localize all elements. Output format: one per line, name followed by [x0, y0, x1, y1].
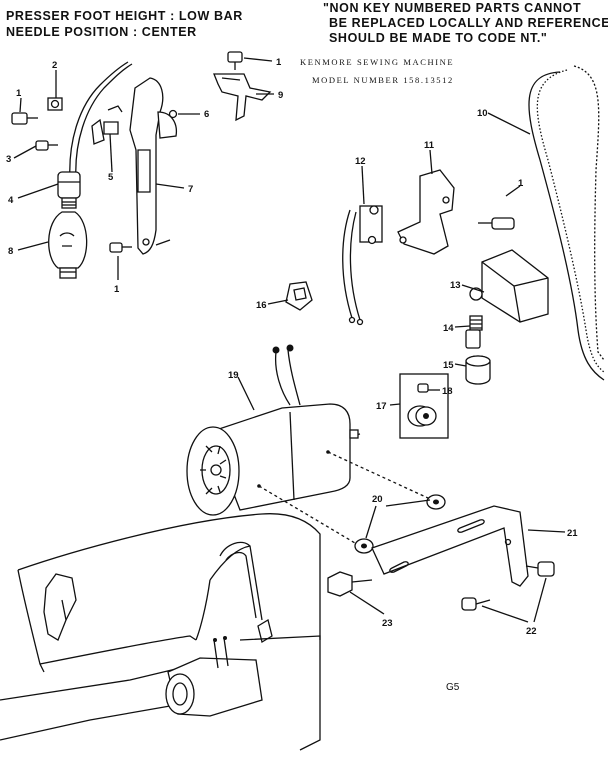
light-bulb [48, 211, 88, 269]
callout-12: 12 [355, 156, 366, 167]
lamp-bracket [129, 77, 178, 255]
callout-14: 14 [443, 323, 454, 334]
page-code: G5 [446, 682, 460, 693]
leader-lines [13, 57, 566, 623]
callout-11: 11 [424, 140, 435, 151]
nut-part-6 [168, 109, 178, 119]
callout-1-bracket: 1 [518, 178, 524, 189]
fasteners [327, 561, 555, 611]
callout-3: 3 [6, 154, 11, 165]
notice-line-3: SHOULD BE MADE TO CODE NT." [329, 31, 548, 45]
callout-labels: 1 2 3 4 5 6 7 8 1 1 9 10 11 1 12 13 14 1… [6, 57, 578, 693]
callout-6: 6 [204, 109, 209, 120]
switch-part-12 [342, 205, 383, 326]
clip-part-16 [285, 281, 313, 311]
needle-position-note: NEEDLE POSITION : CENTER [6, 25, 197, 39]
callout-2: 2 [52, 60, 57, 71]
screw-part-3 [35, 140, 49, 151]
callout-9: 9 [278, 90, 283, 101]
notice-line-2: BE REPLACED LOCALLY AND REFERENCE [329, 16, 608, 30]
callout-1-top: 1 [276, 57, 282, 68]
callout-10: 10 [477, 108, 488, 119]
bolt-part-23 [327, 571, 353, 597]
small-parts [285, 281, 491, 385]
motor-part-19 [186, 344, 361, 516]
setscrew-part-18 [417, 383, 429, 393]
pulley-inset-part-17 [399, 373, 449, 439]
callout-22: 22 [526, 626, 537, 637]
lamp-socket [57, 171, 81, 199]
capacitor-part-13 [469, 249, 549, 323]
callout-23: 23 [382, 618, 393, 629]
sewing-machine-outline [0, 513, 321, 751]
bracket-part-9 [213, 51, 272, 122]
callout-21: 21 [567, 528, 578, 539]
screw-part-22a [537, 561, 555, 577]
washers-part-20 [258, 451, 446, 554]
callout-4: 4 [8, 195, 14, 206]
callout-8: 8 [8, 246, 13, 257]
screw-part-22b [461, 597, 477, 611]
motor-bracket-part-11 [397, 169, 521, 255]
timing-belt [528, 65, 605, 381]
callout-5: 5 [108, 172, 114, 183]
motor-endcap [186, 426, 240, 516]
screw-part-1 [11, 112, 28, 125]
callout-16: 16 [256, 300, 267, 311]
callout-1-lower: 1 [114, 284, 120, 295]
screw-part-1-top [227, 51, 243, 63]
wire-clip-part-5 [103, 121, 119, 135]
screw-part-1-bracket [491, 217, 515, 230]
callout-13: 13 [450, 280, 461, 291]
callout-17: 17 [376, 401, 387, 412]
presser-foot-note: PRESSER FOOT HEIGHT : LOW BAR [6, 9, 243, 23]
callout-19: 19 [228, 370, 239, 381]
mount-plate-part-21 [371, 505, 529, 587]
model-label: MODEL NUMBER 158.13512 [312, 75, 454, 85]
callout-18: 18 [442, 386, 453, 397]
callout-7: 7 [188, 184, 193, 195]
lamp-assembly [11, 61, 133, 279]
callout-15: 15 [443, 360, 454, 371]
screw-lower [109, 242, 123, 253]
notice-line-1: "NON KEY NUMBERED PARTS CANNOT [323, 1, 582, 15]
brand-label: KENMORE SEWING MACHINE [300, 57, 455, 67]
callout-20: 20 [372, 494, 383, 505]
callout-1: 1 [16, 88, 22, 99]
